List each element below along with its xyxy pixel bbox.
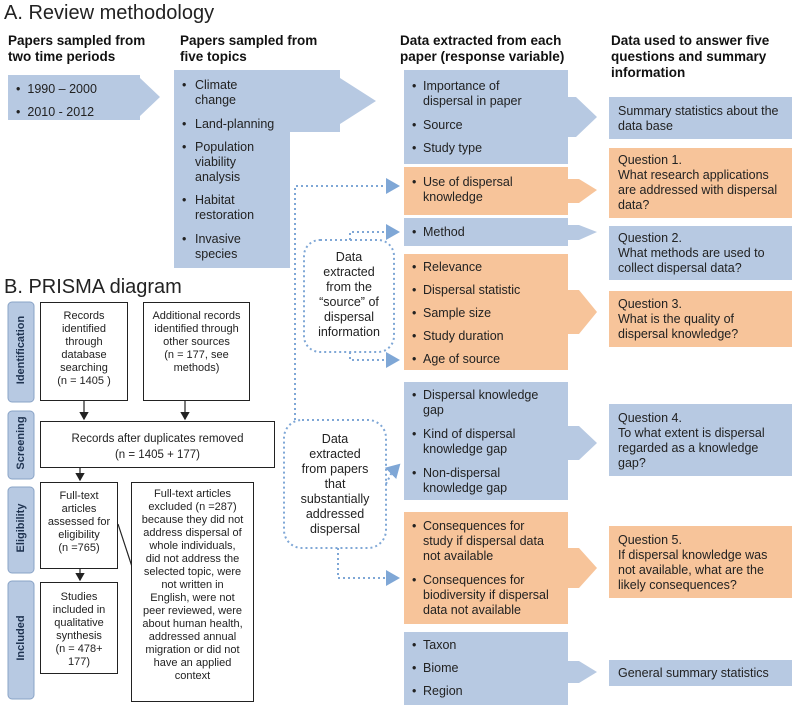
time-period-item: 1990 – 2000 <box>16 82 97 97</box>
q2-box <box>609 226 792 280</box>
general-box <box>609 660 792 686</box>
extracted-item: •Taxon <box>412 638 457 652</box>
extracted-group1-box <box>404 70 597 164</box>
summary-db-box <box>609 97 792 139</box>
extracted-item: •Dispersal statistic <box>412 283 521 297</box>
extracted-item: •Study type <box>412 141 483 155</box>
extracted-group6-box <box>404 512 597 624</box>
extracted-item: •Biome <box>412 661 459 675</box>
extracted-group7-box <box>404 632 597 705</box>
extracted-group5-box <box>404 382 597 500</box>
topics-arrow <box>174 70 376 268</box>
section-b-title: B. PRISMA diagram <box>4 276 182 298</box>
connector-to-group5 <box>384 463 401 485</box>
connector-to-method <box>349 224 400 240</box>
stage-screening: Screening <box>15 416 27 470</box>
extracted-group2-box <box>404 167 597 215</box>
q4-box <box>609 404 792 476</box>
stage-eligibility: Eligibility <box>15 503 27 553</box>
q5-box <box>609 526 792 598</box>
q1-box <box>609 148 792 218</box>
extracted-item: •Source <box>412 118 463 132</box>
stage-band-identification <box>7 301 35 403</box>
q3-box <box>609 291 792 347</box>
stage-band-eligibility <box>7 486 35 574</box>
section-a-title: A. Review methodology <box>4 2 215 24</box>
extracted-item: •Relevance <box>412 260 483 274</box>
time-period-item: 2010 - 2012 <box>16 105 94 120</box>
connector-to-age <box>349 352 400 368</box>
stage-identification: Identification <box>15 315 27 385</box>
extracted-item: •Region <box>412 684 463 698</box>
stage-band-included <box>7 580 35 700</box>
after-duplicates-box: Records after duplicates removed(n = 140… <box>40 421 275 468</box>
extracted-group3-box <box>404 218 597 246</box>
extracted-item: •Age of source <box>412 352 501 366</box>
extracted-item: •Study duration <box>412 329 504 343</box>
stage-included: Included <box>15 615 27 661</box>
general-summary-text: General summary statistics <box>618 666 769 680</box>
extracted-item: •Method <box>412 225 465 239</box>
topic-item: • Land-planning <box>182 117 275 131</box>
extracted-item: •Sample size <box>412 306 492 320</box>
connector-to-group6 <box>337 548 400 586</box>
extracted-group4-box <box>404 254 597 370</box>
stage-band-screening <box>7 410 35 480</box>
